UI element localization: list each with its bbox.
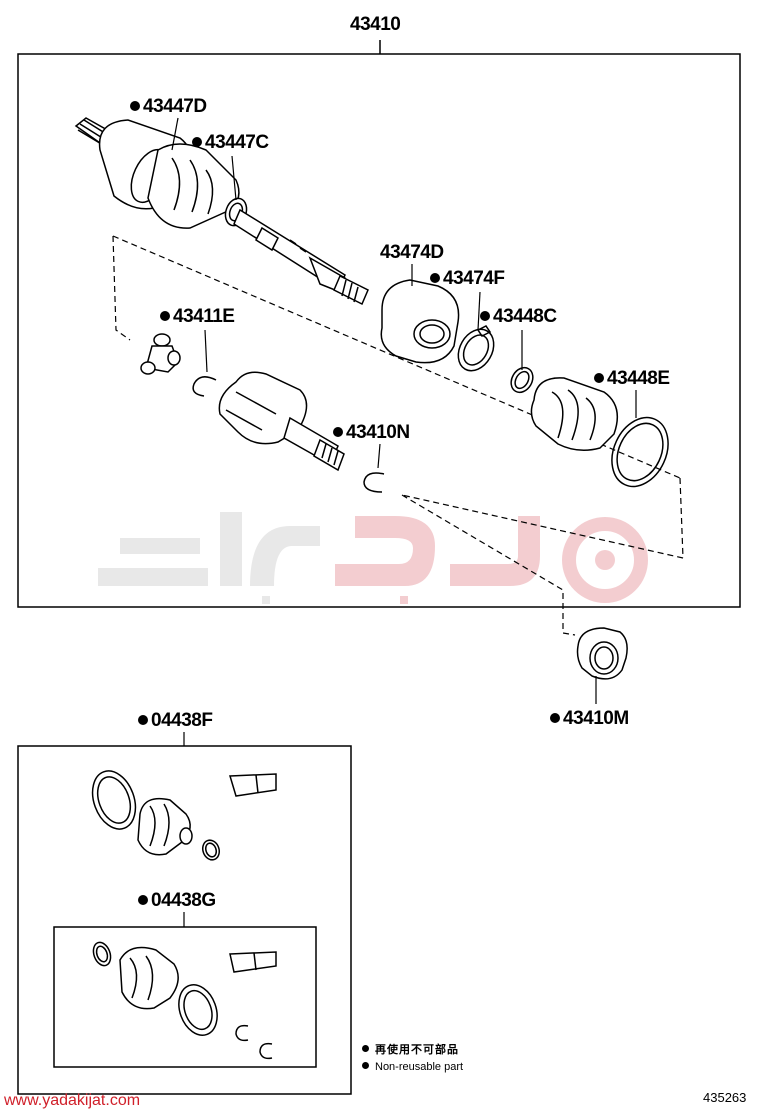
part-label-43474f[interactable]: 43474F: [430, 268, 505, 290]
part-label-43448c[interactable]: 43448C: [480, 306, 557, 328]
non-reusable-bullet: [430, 273, 440, 283]
legend-bullet-icon: [362, 1045, 369, 1052]
figure-number: 435263: [703, 1090, 747, 1105]
non-reusable-bullet: [333, 427, 343, 437]
damper-clamp: [457, 325, 495, 372]
kit-g-snap-ring-1: [235, 1024, 249, 1042]
watermark-logo: [98, 512, 648, 604]
non-reusable-bullet: [138, 715, 148, 725]
dynamic-damper: [380, 279, 460, 364]
snap-ring-2: [363, 472, 385, 493]
inner-joint-housing: [218, 371, 345, 472]
driveshaft-outer-assembly: [74, 117, 369, 306]
legend-bullet-icon: [362, 1062, 369, 1069]
tripod-joint: [140, 333, 181, 375]
website-link[interactable]: www.yadakijat.com: [4, 1092, 141, 1109]
non-reusable-bullet: [480, 311, 490, 321]
kit-label-04438g[interactable]: 04438G: [138, 890, 216, 912]
part-label-43410m[interactable]: 43410M: [550, 708, 629, 730]
part-label-43411e[interactable]: 43411E: [160, 306, 235, 328]
bearing: [576, 627, 628, 680]
part-label-43410n[interactable]: 43410N: [333, 422, 410, 444]
leader-lines: [171, 117, 637, 704]
small-boot-clamp: [510, 366, 534, 394]
kit-label-04438f[interactable]: 04438F: [138, 710, 213, 732]
inner-boot: [530, 377, 619, 451]
non-reusable-bullet: [550, 713, 560, 723]
non-reusable-bullet: [138, 895, 148, 905]
part-label-43447d[interactable]: 43447D: [130, 96, 207, 118]
non-reusable-bullet: [130, 101, 140, 111]
non-reusable-bullet: [192, 137, 202, 147]
large-boot-clamp: [611, 416, 669, 488]
non-reusable-bullet: [160, 311, 170, 321]
kit-f-parts: [91, 770, 277, 861]
legend-chinese-row: 再使用不可部品: [362, 1042, 463, 1059]
part-label-43447c[interactable]: 43447C: [192, 132, 269, 154]
legend-english-text: Non-reusable part: [375, 1061, 464, 1073]
legend-english-row: Non-reusable part: [362, 1059, 463, 1076]
kit-g-parts: [92, 941, 277, 1036]
kit-g-frame: [53, 926, 317, 1068]
legend-chinese-text: 再使用不可部品: [375, 1044, 459, 1056]
assembly-frame: [17, 53, 741, 608]
legend: 再使用不可部品 Non-reusable part: [362, 1042, 463, 1076]
kit-g-snap-ring-2: [259, 1042, 273, 1060]
part-label-43474d[interactable]: 43474D: [380, 242, 444, 263]
part-label-43448e[interactable]: 43448E: [594, 368, 670, 390]
main-assembly-label[interactable]: 43410: [350, 14, 401, 35]
non-reusable-bullet: [594, 373, 604, 383]
snap-ring-1: [192, 376, 217, 397]
